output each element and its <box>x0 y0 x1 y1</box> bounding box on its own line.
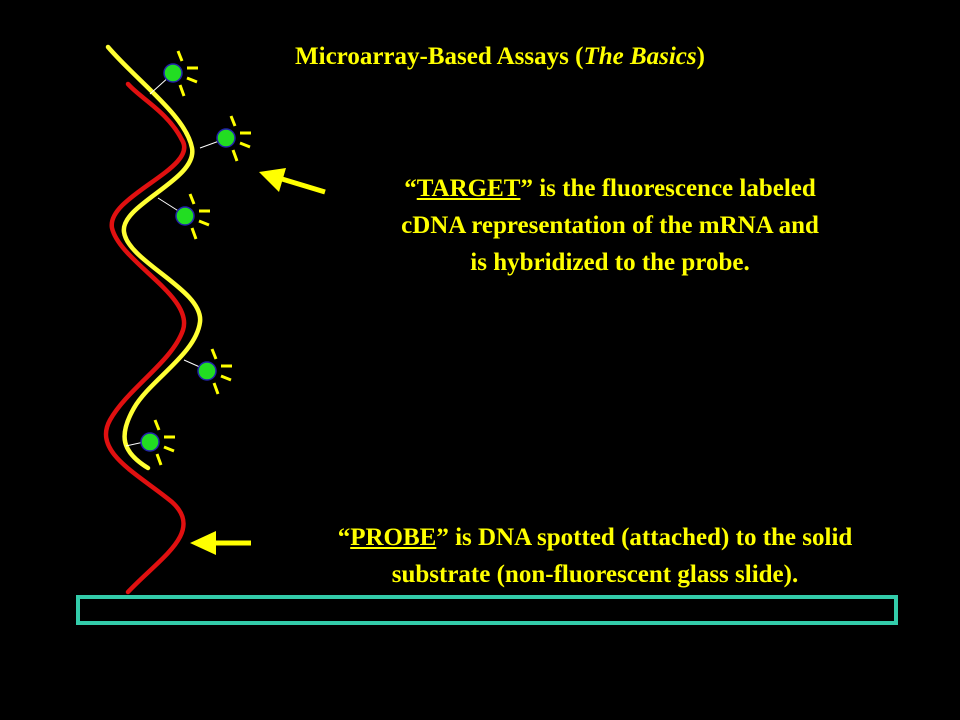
probe-caption-line: “PROBE” is DNA spotted (attached) to the… <box>250 519 940 556</box>
target-cdna-strand <box>105 44 203 471</box>
probe-caption-line: substrate (non-fluorescent glass slide). <box>391 561 799 588</box>
probe-open-quote: “ <box>337 524 351 551</box>
target-caption-line: cDNA representation of the mRNA and <box>401 212 819 239</box>
title-text: Microarray-Based Assays ( <box>295 43 584 70</box>
probe-dna-strand <box>103 81 187 595</box>
fluor-label-icon <box>157 193 210 240</box>
probe-pointer-arrow-icon <box>190 531 251 555</box>
title-italic-text: The Basics <box>583 43 697 70</box>
glass-slide <box>76 595 898 625</box>
fluor-label-icon <box>199 115 251 162</box>
slide-title: Microarray-Based Assays (The Basics) <box>160 40 840 74</box>
probe-term: PROBE <box>350 524 437 551</box>
target-open-quote: “ <box>404 175 417 202</box>
fluor-label-icon <box>125 419 175 466</box>
probe-caption-text: ” is DNA spotted (attached) to the solid <box>436 524 853 551</box>
target-caption-line: “TARGET” is the fluorescence labeled <box>320 170 900 207</box>
target-term: TARGET <box>416 175 521 202</box>
probe-caption: “PROBE” is DNA spotted (attached) to the… <box>250 519 940 593</box>
target-caption-line: is hybridized to the probe. <box>470 249 750 276</box>
target-pointer-arrow-icon <box>259 168 326 195</box>
target-caption-text: ” is the fluorescence labeled <box>520 175 816 202</box>
fluor-label-icon <box>149 50 198 97</box>
title-close-text: ) <box>696 43 705 70</box>
target-caption: “TARGET” is the fluorescence labeled cDN… <box>320 170 900 281</box>
fluor-label-icon <box>183 348 232 395</box>
